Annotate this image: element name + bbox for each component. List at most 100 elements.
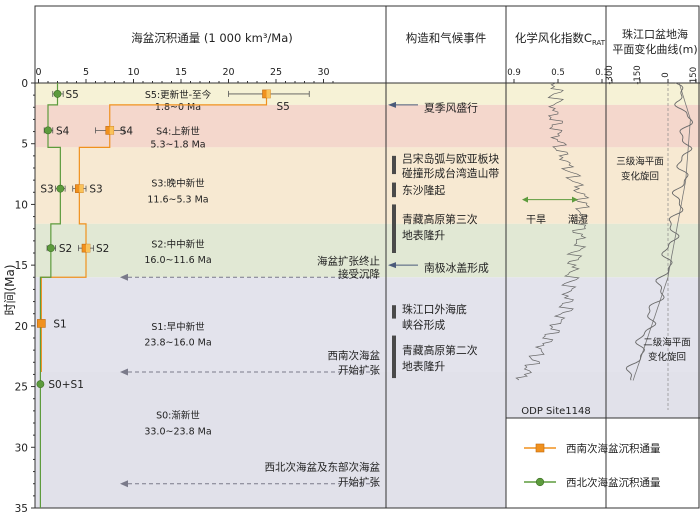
southwest-point-label: S4	[120, 125, 134, 137]
southwest-point-label: S5	[277, 101, 290, 113]
panel2-title: 构造和气候事件	[406, 31, 487, 45]
southwest-point-label: S3	[89, 184, 102, 196]
legend-northwest-marker	[535, 477, 545, 487]
wet-arrow-head	[572, 196, 578, 203]
basin-event-arrow-head	[120, 273, 128, 281]
basin-event-arrow-head	[120, 368, 128, 376]
northwest-point	[44, 126, 52, 135]
event-label: 地表隆升	[402, 228, 445, 242]
x-tick-label: 15	[175, 67, 187, 78]
third-order-sealevel-curve	[625, 82, 694, 381]
event-duration-bar	[392, 182, 396, 198]
site-label: ODP Site1148	[521, 406, 590, 417]
panel3-title-main: 化学风化指数C	[515, 31, 592, 45]
x-tick-label: 0	[35, 67, 41, 78]
stage-label: S5:更新世-至今	[145, 89, 212, 101]
event-arrow-head	[388, 101, 396, 108]
sealevel-x-tick-label: 0	[661, 72, 671, 77]
stage-label: S2:中中新世	[151, 238, 205, 250]
legend-southwest-label: 西南次海盆沉积通量	[566, 442, 661, 455]
cycle2-label: 变化旋回	[648, 351, 686, 363]
event-arrow-head	[388, 262, 396, 269]
southwest-point-highlight	[266, 89, 271, 98]
southwest-point-label: S1	[53, 318, 66, 330]
stage-band	[35, 147, 700, 224]
y-tick-label: 20	[15, 321, 28, 333]
stage-label: 1.8~0 Ma	[155, 102, 201, 113]
panel3-title-sub: RAT	[592, 39, 606, 47]
panel3-title: 化学风化指数CRAT	[515, 31, 606, 47]
northwest-point	[46, 244, 55, 253]
event-duration-bar	[392, 155, 396, 175]
event-label: 东沙隆起	[402, 183, 445, 197]
stage-label: S1:早中新世	[151, 321, 205, 333]
southwest-point	[37, 319, 46, 328]
basin-event-label: 西南次海盆	[328, 349, 381, 362]
northwest-point-label: S0+S1	[48, 379, 84, 391]
stage-label: S4:上新世	[156, 125, 200, 137]
legend-southwest-marker	[535, 443, 545, 453]
stage-label: S0:渐新世	[156, 410, 200, 422]
northwest-point	[36, 380, 45, 389]
stage-label: 33.0~23.8 Ma	[144, 426, 211, 437]
y-tick-label: 15	[15, 260, 28, 272]
basin-event-arrow-head	[120, 480, 128, 488]
stage-labels: S5:更新世-至今1.8~0 Ma S4:上新世 5.3~1.8 Ma S3:晚中新世…	[144, 89, 211, 437]
southwest-point-highlight	[86, 244, 90, 253]
x-tick-label: 10	[127, 67, 139, 78]
event-duration-bar	[392, 305, 396, 319]
y-tick-label: 25	[15, 382, 28, 394]
cycle3-label: 变化旋回	[621, 170, 659, 182]
stage-band	[35, 223, 700, 278]
northwest-point-label: S3	[40, 184, 53, 196]
dry-label: 干旱	[526, 214, 546, 226]
event-duration-bar	[392, 335, 396, 379]
event-label: 青藏高原第三次	[402, 212, 478, 226]
event-label: 碰撞形成台湾造山带	[402, 166, 499, 180]
northwest-point	[56, 184, 65, 193]
panel1-title: 海盆沉积通量 (1 000 km³/Ma)	[131, 31, 293, 45]
sealevel-x-tick-label: -300	[605, 65, 615, 84]
x-tick-label: 30	[317, 67, 329, 78]
y-tick-label: 10	[15, 199, 28, 211]
stage-label: 11.6~5.3 Ma	[147, 194, 208, 205]
stage-label: 23.8~16.0 Ma	[144, 338, 211, 349]
basin-event-label: 接受沉降	[338, 268, 380, 281]
event-label: 地表隆升	[402, 359, 445, 373]
x-tick-label: 5	[83, 67, 89, 78]
stage-band	[35, 83, 700, 105]
weathering-x-tick-label: 0.1	[595, 68, 609, 78]
basin-event-label: 开始扩张	[338, 364, 380, 377]
basin-event-label: 海盆扩张终止	[317, 254, 380, 267]
basin-event-label: 西北次海盆及东部次海盆	[265, 461, 381, 474]
event-label: 吕宋岛弧与欧亚板块	[402, 151, 499, 165]
y-tick-label: 0	[21, 78, 28, 90]
northwest-point-label: S2	[59, 243, 72, 255]
outer-frame	[34, 5, 700, 509]
tectonic-climate-events: 夏季风盛行吕宋岛弧与欧亚板块碰撞形成台湾造山带东沙隆起青藏高原第三次地表隆升南极…	[388, 100, 499, 379]
stage-bands	[35, 83, 700, 508]
panel-frames	[34, 5, 700, 509]
x-tick-label: 25	[270, 67, 282, 78]
second-order-sealevel-curve	[632, 82, 691, 381]
x-tick-label: 20	[222, 67, 234, 78]
legend-background	[506, 418, 700, 508]
stage-label: S3:晚中新世	[151, 178, 205, 190]
weathering-curve	[515, 82, 591, 381]
stage-label: 5.3~1.8 Ma	[150, 140, 205, 151]
sealevel-x-tick-label: 150	[689, 67, 699, 83]
basin-event-label: 开始扩张	[338, 475, 380, 488]
dry-arrow-head	[522, 196, 528, 203]
cycle2-label: 二级海平面	[643, 337, 691, 349]
weathering-x-tick-label: 0.5	[551, 68, 565, 78]
y-tick-label: 30	[15, 442, 28, 454]
event-label: 南极冰盖形成	[424, 261, 489, 275]
wet-label: 潮湿	[568, 213, 588, 226]
northwest-point-label: S4	[56, 125, 70, 137]
